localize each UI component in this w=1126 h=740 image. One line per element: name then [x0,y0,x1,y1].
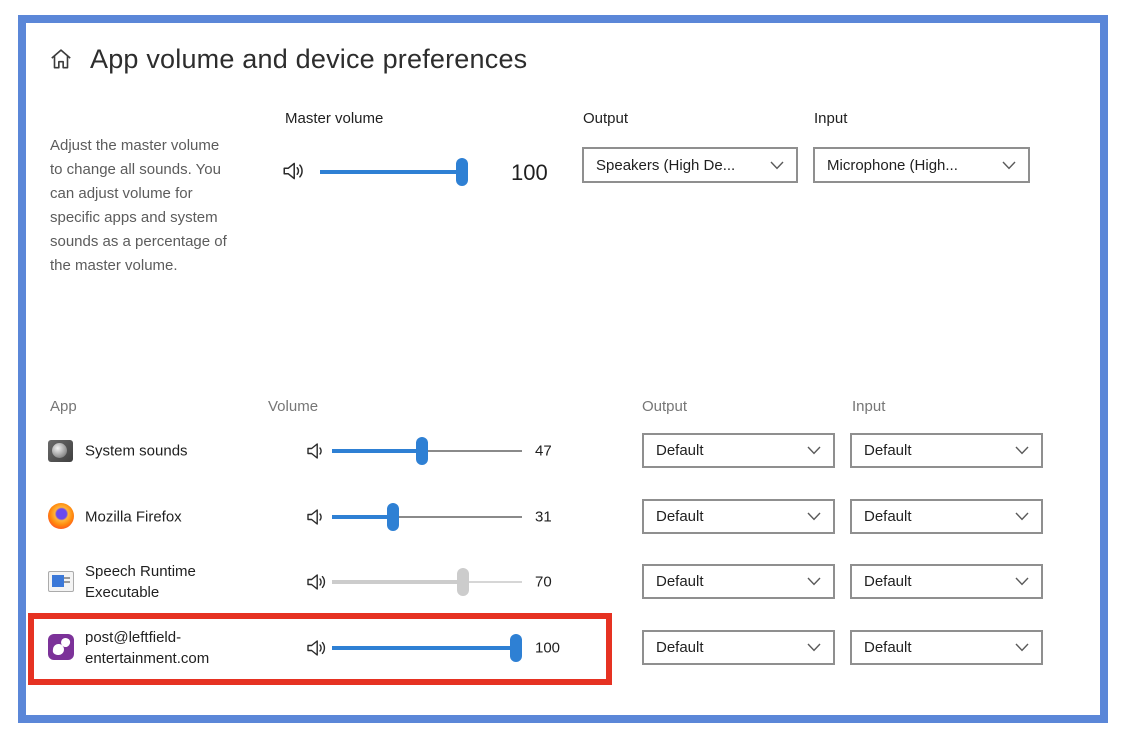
chevron-down-icon [807,446,821,455]
app-volume-value: 31 [535,508,552,526]
chevron-down-icon [1015,512,1029,521]
slider-thumb[interactable] [415,437,428,465]
page-title: App volume and device preferences [90,44,528,74]
slider-fill [332,515,394,519]
firefox-icon [48,503,75,530]
app-row-leftfield-entertainment: post@leftfield- entertainment.com 100 De… [48,620,1098,676]
app-volume-slider[interactable] [332,503,522,531]
slider-thumb[interactable] [456,158,468,186]
window-border [18,15,1108,723]
chevron-down-icon [807,577,821,586]
app-input-value: Default [864,573,912,590]
app-name: Mozilla Firefox [85,508,182,526]
speaker-icon [307,443,322,459]
system-sounds-icon [48,437,75,464]
master-input-dropdown[interactable]: Microphone (High... [813,147,1030,183]
chevron-down-icon [1015,446,1029,455]
app-input-dropdown[interactable]: Default [850,499,1043,534]
slider-thumb[interactable] [456,568,469,596]
master-volume-value: 100 [511,160,548,185]
chevron-down-icon [1015,577,1029,586]
app-output-value: Default [656,639,704,656]
chevron-down-icon [770,161,784,169]
app-row-speech-runtime: Speech Runtime Executable 70 Default Def… [48,554,1098,610]
output-label: Output [583,110,629,127]
app-output-dropdown[interactable]: Default [642,499,835,534]
app-input-value: Default [864,442,912,459]
chevron-down-icon [1002,161,1016,169]
column-header-output: Output [642,398,688,415]
slider-fill [332,646,516,650]
app-output-dropdown[interactable]: Default [642,433,835,468]
chevron-down-icon [807,643,821,652]
slider-thumb[interactable] [510,634,522,662]
app-volume-value: 100 [535,639,561,657]
speaker-icon [307,640,326,656]
app-output-dropdown[interactable]: Default [642,564,835,599]
master-volume-slider[interactable] [320,158,468,186]
slider-track[interactable] [332,516,522,518]
app-volume-slider[interactable] [332,437,522,465]
app-name: System sounds [85,442,188,460]
app-output-value: Default [656,573,704,590]
app-volume-value: 47 [535,442,552,460]
slider-fill [332,580,463,584]
app-input-value: Default [864,639,912,656]
master-output-dropdown[interactable]: Speakers (High De... [582,147,798,183]
master-volume-label: Master volume [285,110,384,127]
app-row-system-sounds: System sounds 47 Default Default [48,423,1098,479]
speaker-high-icon [283,162,303,180]
slider-fill [320,170,462,174]
column-header-input: Input [852,398,886,415]
app-input-dropdown[interactable]: Default [850,630,1043,665]
slider-thumb[interactable] [387,503,400,531]
master-volume-description: Adjust the master volume to change all s… [50,137,227,274]
app-volume-slider[interactable] [332,634,522,662]
app-input-value: Default [864,508,912,525]
app-volume-value: 70 [535,573,552,591]
slider-fill [332,449,422,453]
app-name: Speech Runtime Executable [85,563,196,601]
app-output-value: Default [656,442,704,459]
column-header-volume: Volume [268,398,319,415]
app-input-dropdown[interactable]: Default [850,564,1043,599]
app-volume-slider[interactable] [332,568,522,596]
app-output-value: Default [656,508,704,525]
app-row-mozilla-firefox: Mozilla Firefox 31 Default Default [48,489,1098,545]
input-label: Input [814,110,848,127]
column-header-app: App [50,398,77,415]
chevron-down-icon [1015,643,1029,652]
app-output-dropdown[interactable]: Default [642,630,835,665]
app-name: post@leftfield- entertainment.com [85,629,210,667]
splashtop-icon [48,634,75,661]
speaker-icon [307,509,322,525]
master-output-value: Speakers (High De... [596,156,736,174]
chevron-down-icon [807,512,821,521]
master-input-value: Microphone (High... [827,156,958,174]
speaker-icon [307,574,326,590]
speech-runtime-icon [48,568,75,595]
app-input-dropdown[interactable]: Default [850,433,1043,468]
home-icon [51,49,71,69]
